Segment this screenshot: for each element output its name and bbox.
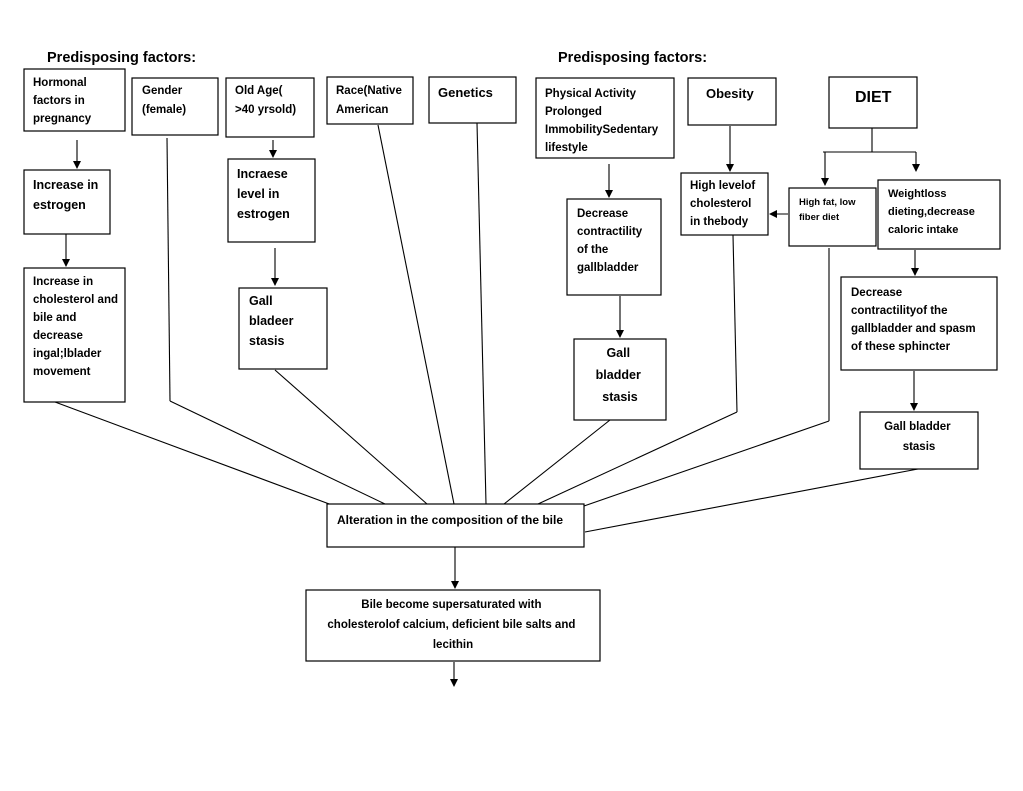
svg-text:Incraese level in: Incraese level in estrogen: [237, 167, 291, 221]
diet-node: DIET: [828, 76, 918, 129]
svg-text:Increase in cholesterol: Increase in cholesterol and bile and dec…: [33, 276, 121, 378]
heading-right: Predisposing factors:: [558, 50, 707, 66]
svg-text:Race(Native American: Race(Native American: [336, 85, 405, 116]
bile-alteration-node: Alteration in the composition of the bil…: [326, 503, 585, 548]
svg-text:Gall bladder stasis: Gall bladder stasis: [884, 421, 954, 453]
svg-text:Physical Activity Prolon: Physical Activity Prolonged ImmobilitySe…: [545, 88, 661, 154]
race-node: Race(Native American: [326, 76, 414, 125]
svg-text:Gall bladeer stasi: Gall bladeer stasis: [249, 294, 297, 348]
svg-text:DIET: DIET: [855, 89, 892, 106]
increase-estrogen-node: Increase in estrogen: [23, 169, 111, 235]
svg-text:Decrease contractilityof: Decrease contractilityof the gallbladder…: [851, 287, 979, 353]
gall-bladder-stasis-node-3: Gall bladder stasis: [859, 411, 979, 470]
svg-text:Gender (female): Gender (female): [142, 85, 186, 116]
old-age-node: Old Age( >40 yrsold): [225, 77, 315, 138]
heading-left: Predisposing factors:: [47, 50, 196, 66]
svg-text:Genetics: Genetics: [438, 85, 493, 100]
connectors: [54, 122, 920, 687]
svg-text:Old Age( >40 yrsold): Old Age( >40 yrsold): [235, 85, 296, 116]
svg-text:Increase in estrogen: Increase in estrogen: [33, 178, 102, 212]
physical-activity-node: Physical Activity Prolonged ImmobilitySe…: [535, 77, 675, 159]
gall-bladder-stasis-node-2: Gall bladder stasis: [573, 338, 667, 421]
gall-bladder-stasis-node-1: Gall bladeer stasis: [238, 287, 328, 370]
decrease-contractility-node-2: Decrease contractilityof the gallbladder…: [840, 276, 998, 371]
gender-node: Gender (female): [131, 77, 219, 136]
svg-text:High fat, low fiber diet: High fat, low fiber diet: [799, 197, 858, 223]
svg-text:Gall bladder stasi: Gall bladder stasis: [596, 346, 645, 404]
svg-text:High levelof cholesterol: High levelof cholesterol in thebody: [690, 180, 758, 228]
genetics-node: Genetics: [428, 76, 517, 124]
svg-text:Bile become supersaturated wit: Bile become supersaturated with choleste…: [327, 599, 578, 651]
svg-text:Obesity: Obesity: [706, 86, 754, 101]
increase-estrogen-level-node: Incraese level in estrogen: [227, 158, 316, 243]
bile-supersaturated-node: Bile become supersaturated with choleste…: [305, 589, 601, 662]
cholesterol-bile-node: Increase in cholesterol and bile and dec…: [23, 267, 126, 403]
high-cholesterol-node: High levelof cholesterol in thebody: [680, 172, 769, 236]
hormonal-factors-node: Hormonal factors in pregnancy: [23, 68, 126, 132]
decrease-contractility-node-1: Decrease contractility of the gallbladde…: [566, 198, 662, 296]
weightloss-node: Weightloss dieting,decrease caloric inta…: [877, 179, 1001, 250]
svg-text:Decrease contractility: Decrease contractility of the gallbladde…: [577, 208, 645, 274]
obesity-node: Obesity: [687, 77, 777, 126]
svg-text:Alteration in the composition: Alteration in the composition of the bil…: [337, 513, 563, 527]
svg-text:Hormonal factors in: Hormonal factors in pregnancy: [33, 77, 92, 125]
high-fat-diet-node: High fat, low fiber diet: [788, 187, 877, 247]
svg-text:Weightloss dieting,decre: Weightloss dieting,decrease caloric inta…: [888, 188, 978, 236]
